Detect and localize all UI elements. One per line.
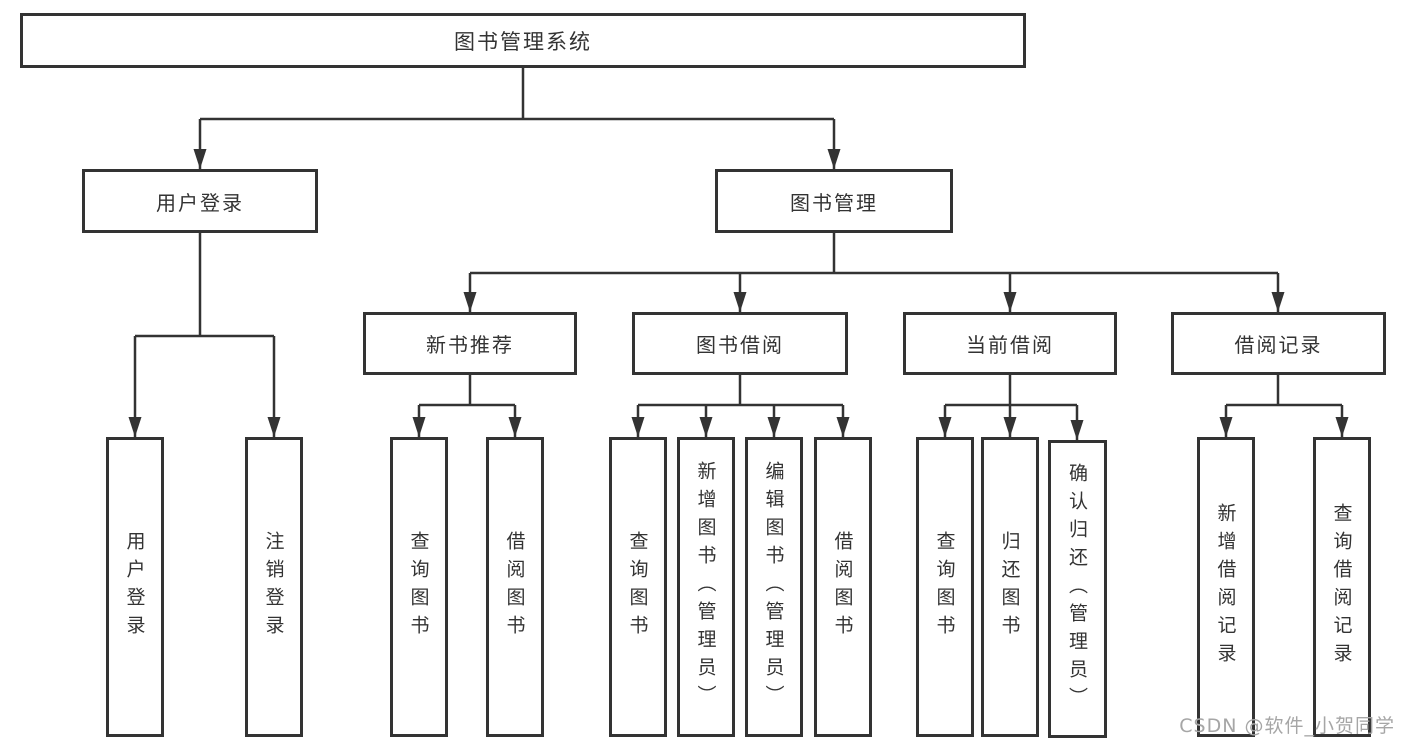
leaf-borrow-books-recommend: 借阅图书 bbox=[486, 437, 544, 737]
node-label: 借阅图书 bbox=[503, 531, 526, 643]
leaf-query-books-current: 查询图书 bbox=[916, 437, 974, 737]
node-label: 确认归还（管理员） bbox=[1066, 463, 1088, 715]
leaf-borrow-books-borrowing: 借阅图书 bbox=[814, 437, 872, 737]
node-label: 图书借阅 bbox=[696, 333, 784, 357]
node-book-management: 图书管理 bbox=[715, 169, 953, 233]
leaf-query-books-recommend: 查询图书 bbox=[390, 437, 448, 737]
node-label: 查询借阅记录 bbox=[1330, 503, 1353, 671]
node-label: 查询图书 bbox=[407, 531, 430, 643]
leaf-edit-book-admin: 编辑图书（管理员） bbox=[745, 437, 803, 737]
node-label: 借阅记录 bbox=[1234, 333, 1323, 357]
node-library-management-system: 图书管理系统 bbox=[20, 13, 1026, 68]
node-label: 新书推荐 bbox=[426, 333, 514, 357]
node-user-login: 用户登录 bbox=[82, 169, 318, 233]
node-label: 编辑图书（管理员） bbox=[762, 461, 785, 713]
node-label: 查询图书 bbox=[626, 531, 649, 643]
node-label: 用户登录 bbox=[123, 531, 146, 643]
leaf-query-borrow-record: 查询借阅记录 bbox=[1313, 437, 1371, 737]
csdn-watermark: CSDN @软件_小贺同学 bbox=[1179, 715, 1395, 737]
leaf-add-borrow-record: 新增借阅记录 bbox=[1197, 437, 1255, 737]
node-label: 注销登录 bbox=[262, 531, 285, 643]
node-label: 新增借阅记录 bbox=[1214, 503, 1237, 671]
node-label: 归还图书 bbox=[998, 531, 1021, 643]
node-label: 查询图书 bbox=[933, 531, 956, 643]
leaf-query-books-borrowing: 查询图书 bbox=[609, 437, 667, 737]
leaf-return-book: 归还图书 bbox=[981, 437, 1039, 737]
leaf-user-login: 用户登录 bbox=[106, 437, 164, 737]
leaf-confirm-return-admin: 确认归还（管理员） bbox=[1048, 440, 1107, 738]
node-borrowing-records: 借阅记录 bbox=[1171, 312, 1386, 375]
node-label: 图书管理系统 bbox=[454, 29, 592, 54]
leaf-add-book-admin: 新增图书（管理员） bbox=[677, 437, 735, 737]
node-label: 借阅图书 bbox=[831, 531, 854, 643]
node-book-borrowing: 图书借阅 bbox=[632, 312, 848, 375]
node-label: 用户登录 bbox=[156, 190, 244, 215]
node-label: 当前借阅 bbox=[966, 333, 1054, 357]
node-label: 新增图书（管理员） bbox=[694, 461, 717, 713]
node-current-borrowing: 当前借阅 bbox=[903, 312, 1117, 375]
node-label: 图书管理 bbox=[790, 190, 878, 215]
node-new-book-recommendation: 新书推荐 bbox=[363, 312, 577, 375]
leaf-logout: 注销登录 bbox=[245, 437, 303, 737]
